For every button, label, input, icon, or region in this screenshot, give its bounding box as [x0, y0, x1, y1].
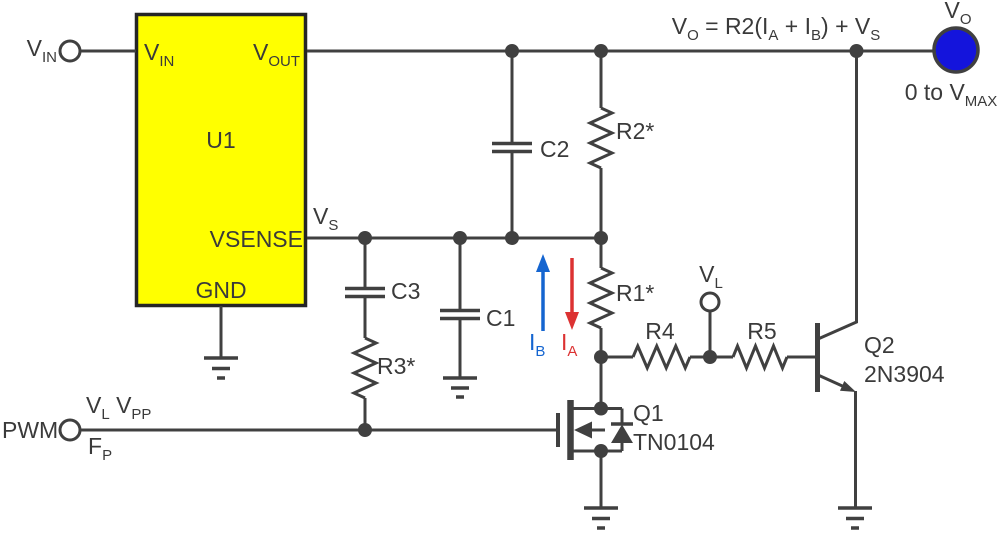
- pwm-terminal-icon: [58, 418, 82, 442]
- terminal-vl: VL: [699, 261, 723, 357]
- r5-zigzag: [731, 342, 789, 372]
- capacitor-c3: C3: [345, 238, 420, 338]
- ic-ref-label: U1: [206, 127, 235, 153]
- ic-pin-label-gnd: GND: [195, 277, 246, 303]
- transistor-q2: Q2 2N3904: [815, 51, 945, 508]
- capacitor-c2: C2: [492, 51, 569, 238]
- q1-body-diode-icon: [611, 424, 633, 443]
- r4-label: R4: [645, 318, 675, 344]
- resistor-r1: R1*: [586, 238, 654, 357]
- q1-part-label: TN0104: [633, 429, 715, 455]
- r1-label: R1*: [616, 280, 654, 306]
- q2-emitter-arrow-icon: [840, 381, 856, 392]
- terminal-pwm: PWM VL VPP FP: [2, 392, 556, 464]
- q1-ref-label: Q1: [633, 400, 664, 426]
- vl-label: VL: [699, 261, 723, 292]
- terminal-vin: VIN: [27, 35, 136, 66]
- current-annotation-ib: IB: [529, 254, 550, 360]
- q2-ref-label: Q2: [864, 332, 895, 358]
- ia-label: IA: [561, 329, 577, 360]
- resistor-r5: R5: [731, 318, 815, 372]
- capacitor-c1: C1: [440, 238, 515, 378]
- vl-terminal-icon: [699, 291, 721, 313]
- vin-terminal-label: VIN: [27, 35, 57, 66]
- ic-pin-label-vsense: VSENSE: [210, 226, 303, 252]
- r4-zigzag: [631, 342, 692, 372]
- vo-range-label: 0 to VMAX: [905, 79, 998, 110]
- vo-terminal-icon: [932, 26, 980, 74]
- q2-part-label: 2N3904: [864, 361, 945, 387]
- r5-label: R5: [747, 318, 776, 344]
- resistor-r3: R3*: [350, 336, 415, 430]
- resistor-r4: R4: [601, 318, 733, 372]
- output-equation: VO = R2(IA + IB) + VS: [672, 13, 881, 44]
- ground-symbol-u1: [204, 306, 238, 380]
- r2-label: R2*: [616, 118, 654, 144]
- net-vsense: VS: [307, 203, 601, 240]
- c1-label: C1: [486, 305, 515, 331]
- junction-dots: [358, 44, 864, 458]
- ground-symbol-q1: [584, 506, 618, 530]
- ground-symbol-c1: [443, 376, 477, 399]
- current-annotation-ia: IA: [561, 258, 579, 360]
- vs-net-label: VS: [313, 203, 338, 234]
- ib-label: IB: [529, 329, 545, 360]
- vo-terminal-label: VO: [944, 0, 971, 28]
- r3-zigzag: [350, 336, 380, 400]
- pwm-freq-label: FP: [88, 433, 112, 464]
- r3-label: R3*: [377, 353, 415, 379]
- pwm-label: PWM: [2, 417, 58, 443]
- r2-zigzag: [586, 106, 616, 170]
- q1-arrow-icon: [574, 421, 592, 439]
- c3-label: C3: [391, 278, 420, 304]
- pwm-signal-label: VL VPP: [86, 392, 151, 423]
- c2-label: C2: [540, 136, 569, 162]
- terminal-vo: VO 0 to VMAX VO = R2(IA + IB) + VS: [672, 0, 998, 110]
- r1-zigzag: [586, 266, 616, 330]
- q2-collector: [817, 51, 858, 341]
- resistor-r2: R2*: [586, 51, 654, 238]
- ic-pin-label-vout: VOUT: [253, 39, 300, 70]
- ic-pin-label-vin: VIN: [144, 39, 174, 70]
- vin-terminal-icon: [58, 39, 82, 63]
- transistor-q1: Q1 TN0104: [556, 357, 715, 508]
- ic-u1-body: [134, 12, 308, 308]
- ic-u1: VIN VOUT U1 VSENSE GND: [134, 12, 308, 308]
- ground-symbol-q2: [838, 506, 872, 530]
